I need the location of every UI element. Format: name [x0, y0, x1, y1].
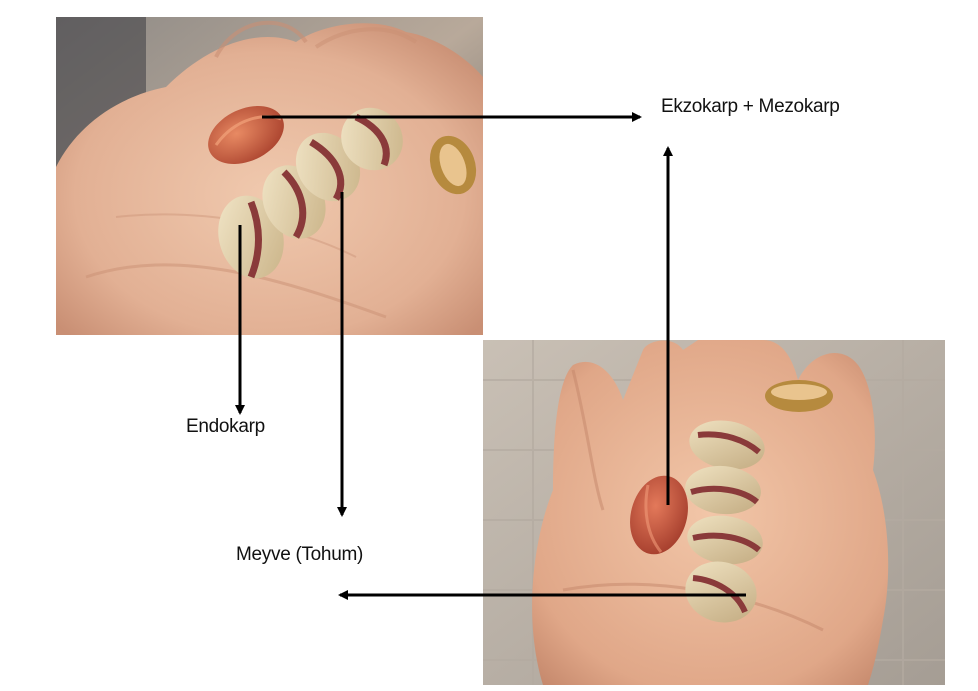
photo-hand-pistachios-bottom: [483, 340, 945, 685]
label-fruit-seed: Meyve (Tohum): [236, 544, 364, 565]
photo-hand-pistachios-top: [56, 17, 483, 335]
photo-bottom-illustration: [483, 340, 945, 685]
photo-top-illustration: [56, 17, 483, 335]
label-exocarp-mesocarp: Ekzokarp + Mezokarp: [661, 96, 840, 117]
label-endocarp: Endokarp: [186, 416, 265, 437]
